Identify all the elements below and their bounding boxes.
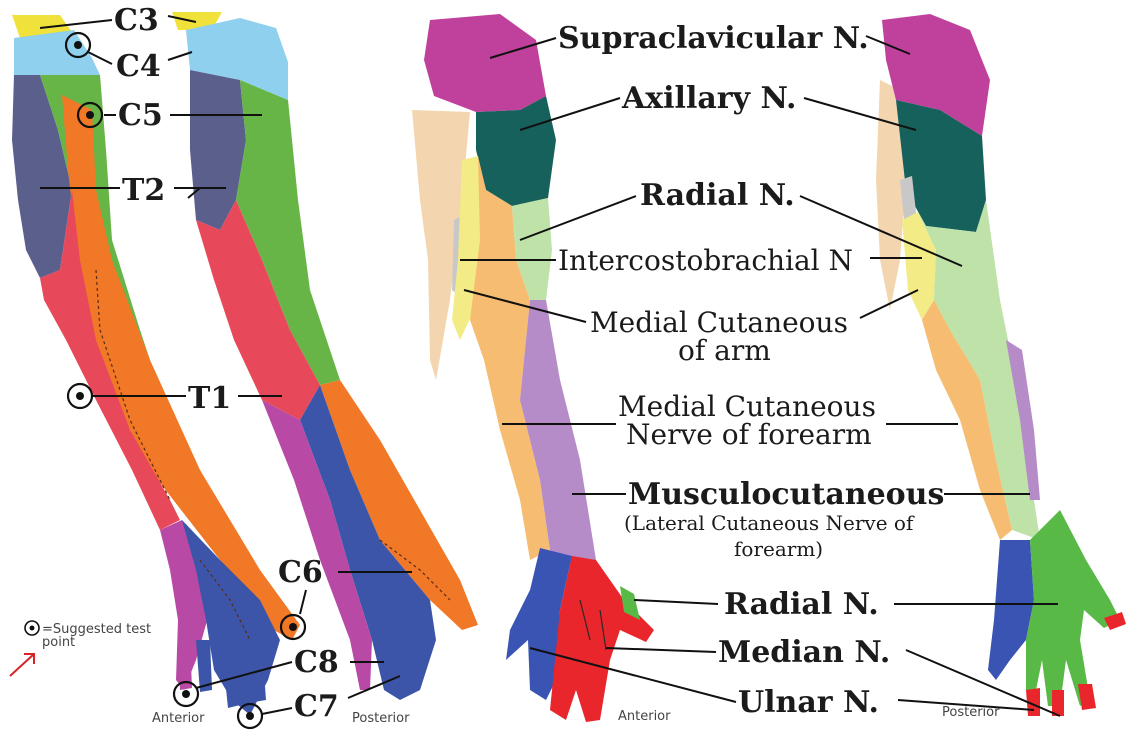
label-radial-nerve-hand: Radial N. <box>724 587 879 622</box>
label-c4: C4 <box>116 49 161 84</box>
view-label-anterior-right: Anterior <box>618 709 671 724</box>
label-median-nerve: Median N. <box>718 635 890 670</box>
label-axillary-nerve: Axillary N. <box>621 81 796 116</box>
label-c8: C8 <box>294 645 339 680</box>
dermatome-panel: C3 C4 C5 T2 T1 C6 C8 C7 Anterior Posteri… <box>10 3 478 728</box>
red-annotation-arrow-icon <box>10 654 34 676</box>
label-c6: C6 <box>278 555 323 590</box>
label-c3: C3 <box>114 3 159 38</box>
region-supraclavicular-anterior <box>424 14 546 112</box>
label-c5: C5 <box>118 98 163 133</box>
label-t1: T1 <box>188 381 231 416</box>
label-lateral-cutaneous-line2: forearm) <box>734 537 823 561</box>
label-radial-nerve-upper: Radial N. <box>640 178 795 213</box>
test-point-legend: =Suggested test point <box>10 621 151 676</box>
view-label-anterior-left: Anterior <box>152 711 205 726</box>
nerve-posterior-arm: Posterior <box>876 14 1126 720</box>
legend-text-line2: point <box>42 635 75 650</box>
label-lateral-cutaneous-line1: (Lateral Cutaneous Nerve of <box>624 511 915 535</box>
label-musculocutaneous-nerve: Musculocutaneous <box>628 477 944 512</box>
label-supraclavicular-nerve: Supraclavicular N. <box>558 21 869 56</box>
region-radial-hand-posterior <box>1026 510 1120 706</box>
label-medial-cutaneous-arm-line2: of arm <box>678 334 771 367</box>
label-t2: T2 <box>122 173 165 208</box>
label-medial-cutaneous-forearm-line2: Nerve of forearm <box>626 418 872 451</box>
region-axillary-anterior <box>476 96 556 206</box>
view-label-posterior-left: Posterior <box>352 711 410 726</box>
test-point-t1 <box>68 384 92 408</box>
nerve-panel: Anterior Posterior <box>412 14 1126 724</box>
label-intercostobrachial-nerve: Intercostobrachial N <box>558 244 853 277</box>
label-ulnar-nerve: Ulnar N. <box>738 685 879 720</box>
label-c7: C7 <box>294 689 339 724</box>
